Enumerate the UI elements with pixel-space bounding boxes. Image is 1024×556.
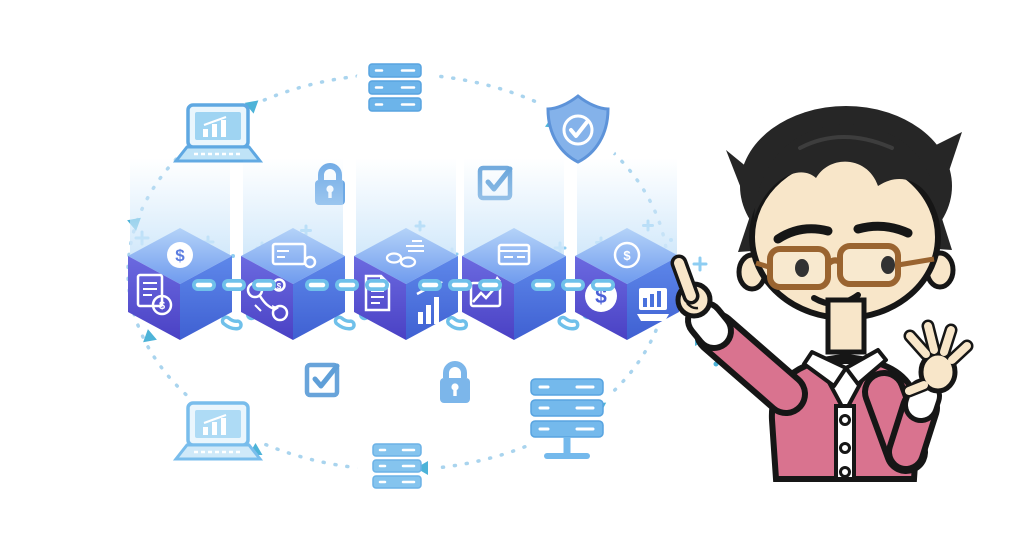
glasses bbox=[767, 243, 901, 290]
podium-chart-icon bbox=[637, 288, 669, 321]
svg-text:$: $ bbox=[175, 246, 185, 265]
eye-right bbox=[881, 256, 895, 274]
eye-left bbox=[795, 259, 809, 277]
block-1: $ $ bbox=[128, 158, 232, 340]
invoice-coin-icon: $ bbox=[136, 273, 173, 316]
index-finger bbox=[674, 258, 696, 301]
eyebrow-right bbox=[853, 221, 913, 238]
blockchain-blocks: $ $ bbox=[128, 158, 679, 340]
transaction-flow-icon: $ bbox=[246, 278, 289, 322]
block-4 bbox=[462, 158, 566, 340]
block-5: $ $ bbox=[575, 158, 679, 340]
laptop-chart-icon bbox=[172, 103, 264, 163]
server-stack-icon bbox=[368, 63, 422, 112]
block-2: $ bbox=[241, 158, 345, 340]
collar-right bbox=[844, 348, 888, 386]
svg-text:$: $ bbox=[277, 282, 282, 291]
browser-card-icon bbox=[497, 243, 531, 266]
link-note-icon bbox=[385, 240, 424, 268]
block-3 bbox=[354, 158, 458, 340]
buttons bbox=[839, 414, 851, 478]
open-palm bbox=[918, 350, 958, 394]
server-stack-icon bbox=[372, 443, 422, 489]
server-rack-stand-icon bbox=[530, 378, 604, 459]
waving-arm bbox=[862, 319, 974, 474]
collar-left bbox=[802, 350, 848, 388]
laptop-chart-icon bbox=[172, 401, 264, 461]
checkbox-check-icon bbox=[304, 362, 340, 398]
padlock-icon bbox=[440, 361, 470, 403]
svg-text:$: $ bbox=[623, 248, 631, 263]
payment-card-icon bbox=[271, 242, 317, 269]
neck bbox=[825, 297, 867, 355]
dollar-coin-outline-icon: $ bbox=[613, 241, 641, 269]
eyebrow-left bbox=[773, 224, 833, 244]
pointing-arm bbox=[670, 254, 808, 416]
presenter-character bbox=[670, 106, 974, 482]
svg-text:$: $ bbox=[159, 300, 165, 312]
dollar-coin-icon: $ bbox=[167, 242, 193, 268]
